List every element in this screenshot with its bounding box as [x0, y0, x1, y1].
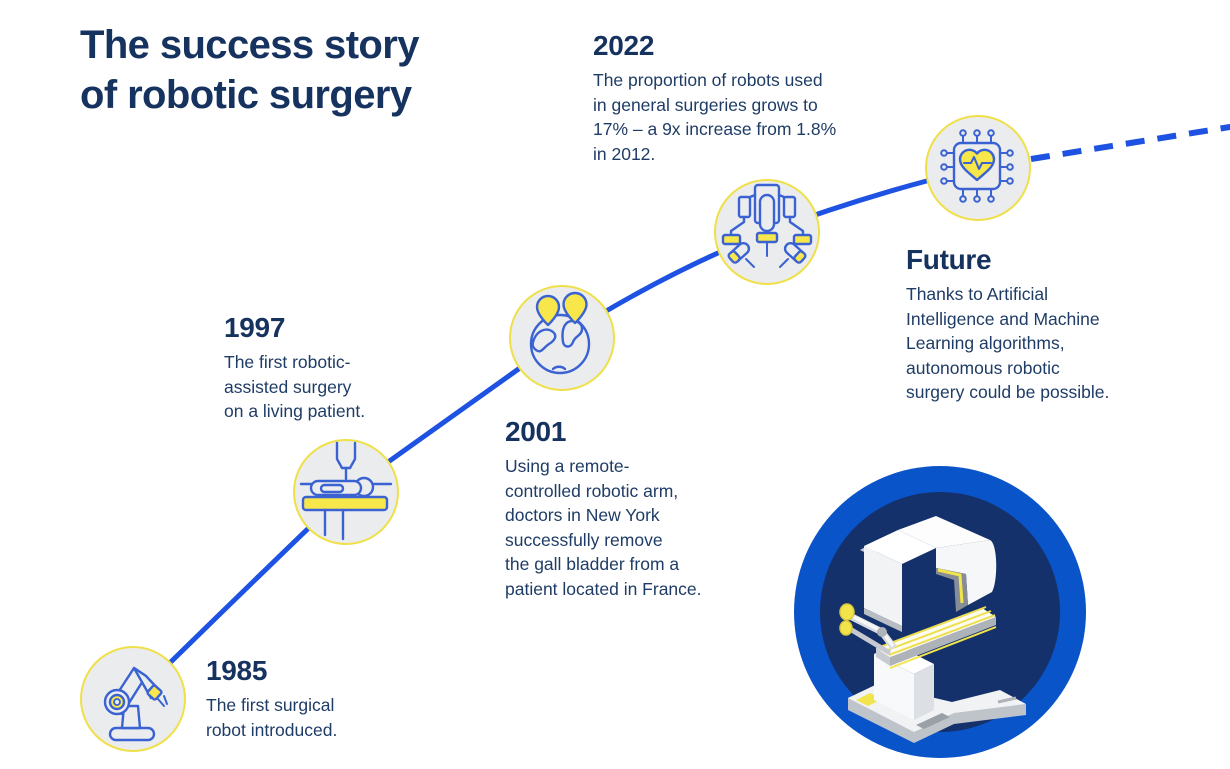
milestone-node-future — [925, 115, 1031, 221]
globe-location-pins-icon — [529, 291, 591, 375]
milestone-1997: 1997 The first robotic- assisted surgery… — [224, 312, 365, 424]
milestone-year: Future — [906, 244, 992, 275]
page-title: The success story of robotic surgery — [80, 23, 419, 118]
milestone-year: 1997 — [224, 312, 286, 343]
milestone-node-2001 — [509, 285, 615, 391]
robotic-arm-icon — [103, 666, 168, 742]
timeline-dashed-line — [1030, 123, 1230, 162]
milestone-description: Using a remote- controlled robotic arm, … — [505, 456, 702, 599]
milestone-description: The first surgical robot introduced. — [206, 695, 338, 740]
robotic-surgical-arms-icon — [721, 183, 813, 268]
surgical-robot-machine — [839, 516, 1026, 743]
milestone-description: The proportion of robots used in general… — [593, 70, 837, 164]
milestone-2022: 2022 The proportion of robots used in ge… — [593, 30, 836, 166]
milestone-year: 2001 — [505, 416, 567, 447]
milestone-2001: 2001 Using a remote- controlled robotic … — [505, 416, 702, 601]
milestone-node-1997 — [293, 439, 399, 545]
surgery-table-icon — [299, 441, 393, 541]
milestone-year: 1985 — [206, 655, 268, 686]
milestone-description: The first robotic- assisted surgery on a… — [224, 352, 366, 422]
ai-chip-heart-icon — [940, 129, 1014, 203]
milestone-node-2022 — [714, 179, 820, 285]
milestone-future: Future Thanks to Artificial Intelligence… — [906, 244, 1109, 405]
milestone-year: 2022 — [593, 30, 655, 61]
milestone-1985: 1985 The first surgical robot introduced… — [206, 655, 337, 742]
milestone-description: Thanks to Artificial Intelligence and Ma… — [906, 284, 1110, 403]
surgical-robot-illustration — [794, 466, 1086, 758]
milestone-node-1985 — [80, 646, 186, 752]
